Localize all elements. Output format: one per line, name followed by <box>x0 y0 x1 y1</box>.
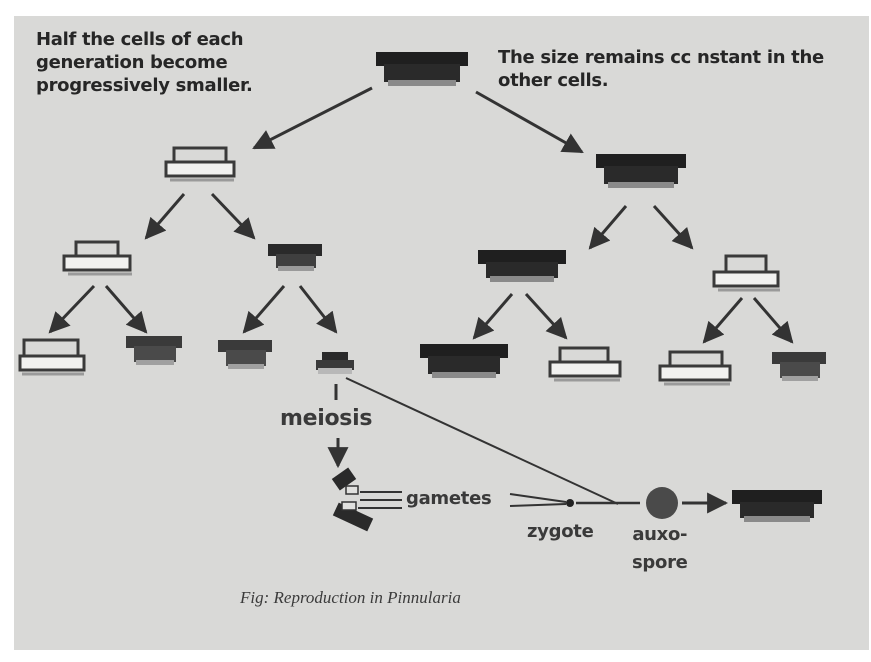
arrow-root-to-dark <box>475 90 584 154</box>
cell-l1 <box>164 146 236 182</box>
cell-b <box>268 244 322 271</box>
arrow-l1-right <box>210 192 256 240</box>
cell-c <box>478 250 566 282</box>
arrow-d-right <box>752 297 794 344</box>
cell-d1 <box>658 350 732 386</box>
light-cells <box>18 146 780 386</box>
cell-b2-smallest <box>316 352 354 374</box>
zygote-dot <box>566 499 574 507</box>
cell-root <box>376 52 468 86</box>
label-auxospore: auxo- spore <box>632 521 688 577</box>
cell-a <box>62 240 132 276</box>
arrows <box>48 86 794 514</box>
arrow-r1-right <box>652 204 694 250</box>
gamete-to-zygote-1 <box>509 493 567 503</box>
arrow-r1-left <box>588 205 628 250</box>
cell-a2 <box>126 336 182 365</box>
cell-r1 <box>596 154 686 188</box>
label-auxospore-line1: auxo- <box>632 524 688 545</box>
label-auxospore-line2: spore <box>632 552 688 573</box>
cell-c1 <box>420 344 508 378</box>
cell-b1 <box>218 340 272 369</box>
arrow-d-left <box>702 297 744 344</box>
label-gametes: gametes <box>406 488 492 509</box>
sexual-stage <box>331 467 678 532</box>
gamete-cell-lower <box>332 501 374 532</box>
cell-c2 <box>548 346 622 382</box>
cell-d2 <box>772 352 826 381</box>
cell-a1 <box>18 338 86 376</box>
arrow-a-right <box>104 285 148 334</box>
gamete-cell-upper <box>331 467 359 495</box>
diagram-graphics <box>18 52 826 532</box>
cell-d <box>712 254 780 292</box>
note-right: The size remains cc nstant in the other … <box>498 47 824 91</box>
note-left: Half the cells of each generation become… <box>36 29 253 96</box>
label-zygote: zygote <box>527 521 594 542</box>
long-line-to-auxospore <box>345 377 619 505</box>
arrow-c-left <box>472 293 514 340</box>
arrow-b-left <box>242 285 286 334</box>
arrow-l1-left <box>144 193 186 240</box>
arrow-c-right <box>524 292 568 340</box>
arrow-b-right <box>298 285 338 334</box>
label-meiosis: meiosis <box>280 406 373 431</box>
dark-cells <box>126 52 826 522</box>
gamete-to-zygote-2 <box>509 503 567 507</box>
diagram-canvas: Half the cells of each generation become… <box>14 16 869 650</box>
arrow-a-left <box>48 284 96 334</box>
figure-caption: Fig: Reproduction in Pinnularia <box>240 588 461 607</box>
arrow-root-to-light <box>252 86 373 150</box>
cell-final <box>732 490 822 522</box>
auxospore-circle <box>646 487 678 519</box>
